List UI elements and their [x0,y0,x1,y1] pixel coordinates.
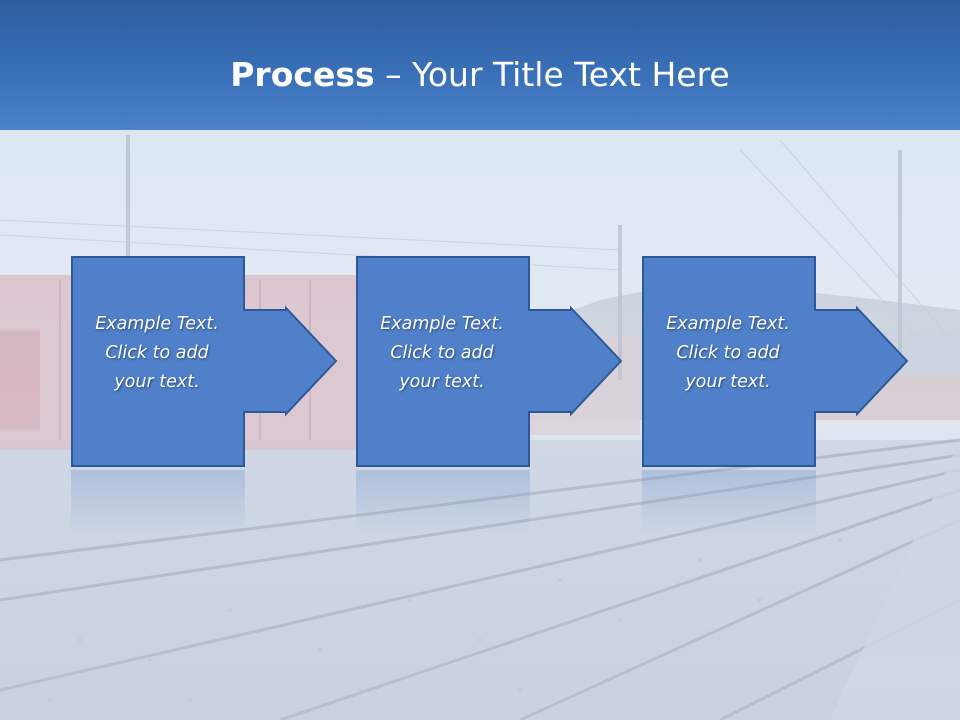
process-step-3[interactable]: Example Text. Click to add your text. [642,256,912,468]
step-text-line3: your text. [114,372,200,392]
step-text-line3: your text. [685,372,771,392]
arrow-box-shape [356,256,623,467]
process-step-1[interactable]: Example Text. Click to add your text. [71,256,341,468]
step-reflection [642,470,816,534]
step-text-line2: Click to add [676,343,780,363]
step-reflection [71,470,245,534]
step-text[interactable]: Example Text. Click to add your text. [642,310,814,397]
step-text-line2: Click to add [105,343,209,363]
step-text-line1: Example Text. [95,314,219,334]
step-text-line1: Example Text. [380,314,504,334]
arrow-box-shape [642,256,909,467]
process-step-2[interactable]: Example Text. Click to add your text. [356,256,626,468]
step-text-line3: your text. [399,372,485,392]
title-band [0,0,960,130]
step-text[interactable]: Example Text. Click to add your text. [356,310,528,397]
step-text-line1: Example Text. [666,314,790,334]
step-reflection [356,470,530,534]
title-rest-text: – Your Title Text Here [374,55,730,94]
step-text[interactable]: Example Text. Click to add your text. [71,310,243,397]
slide-title[interactable]: Process – Your Title Text Here [0,52,960,98]
title-bold-text: Process [230,55,375,94]
arrow-box-shape [71,256,338,467]
step-text-line2: Click to add [390,343,494,363]
